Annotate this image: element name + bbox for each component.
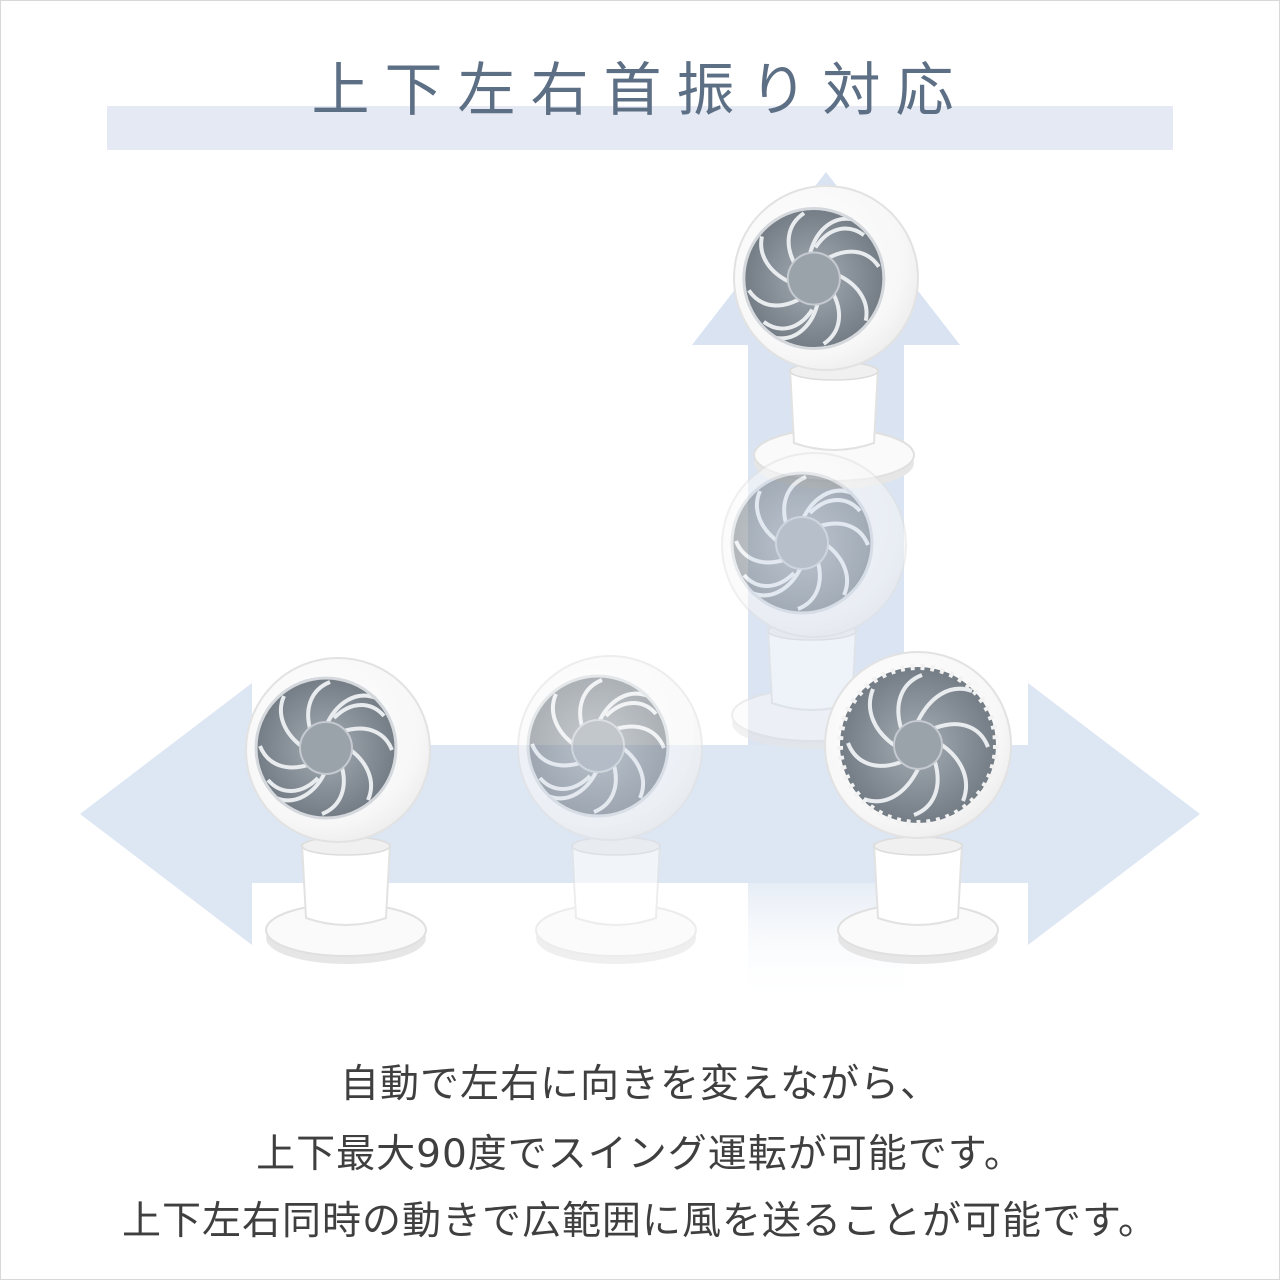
circulator-fan-left xyxy=(244,656,432,965)
circulator-fan-right xyxy=(824,651,1012,965)
circulator-fan-center xyxy=(516,654,704,965)
description-line-2: 上下最大90度でスイング運転が可能です。 xyxy=(256,1132,1024,1177)
description-line-1: 自動で左右に向きを変えながら、 xyxy=(339,1062,940,1107)
page-title: 上下左右首振り対応 xyxy=(311,56,969,124)
description-line-3: 上下左右同時の動きで広範囲に風を送ることが可能です。 xyxy=(121,1199,1159,1244)
title-band xyxy=(107,106,1173,150)
